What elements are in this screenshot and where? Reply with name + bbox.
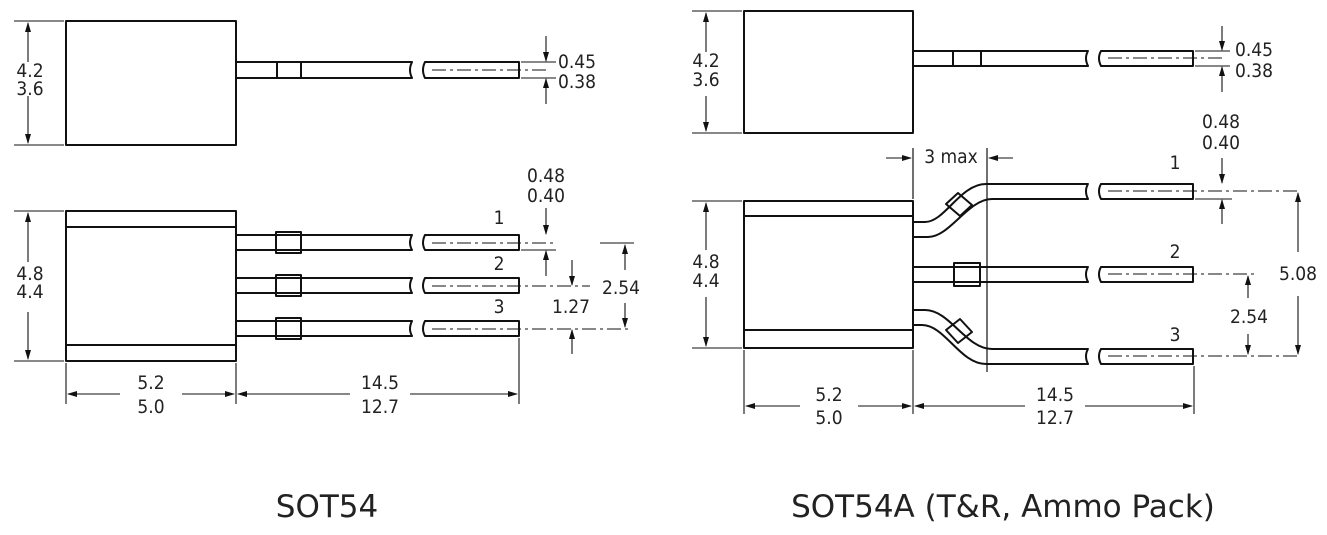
sot54-top-lead-tip	[422, 61, 520, 79]
sot54-top-body	[65, 20, 237, 146]
sot54-lead-3	[235, 317, 630, 340]
sot54a-top-lead-tip	[1098, 50, 1194, 67]
sot54a-drawing: 4.2 3.6 0.45 0.38	[692, 10, 1317, 525]
sot54a-top-height-min: 3.6	[692, 69, 719, 91]
sot54a-lead-1	[912, 183, 1300, 238]
sot54a-side-height-min: 4.4	[692, 270, 719, 292]
sot54a-side-height-max: 4.8	[692, 251, 719, 273]
sot54a-lead-2	[912, 262, 1255, 287]
sot54-side-height-min: 4.4	[16, 281, 43, 303]
sot54a-bend-max: 3 max	[924, 146, 978, 168]
sot54a-outer-pitch: 5.08	[1279, 263, 1317, 285]
sot54-top-view: 4.2 3.6 0.45 0.38	[14, 20, 596, 146]
sot54-pin-1-label: 1	[494, 207, 505, 229]
sot54-lead-w-max: 0.48	[527, 165, 565, 187]
sot54a-lead-thk-max: 0.45	[1235, 39, 1273, 61]
sot54a-top-lead-kink	[952, 50, 982, 67]
sot54-top-lead-kink	[276, 61, 302, 79]
sot54-side-height-max: 4.8	[16, 263, 43, 285]
sot54-pin-3-label: 3	[494, 296, 505, 318]
sot54a-lead-len-min: 12.7	[1036, 407, 1074, 429]
sot54a-top-height-max: 4.2	[692, 50, 719, 72]
sot54-lead-1	[235, 231, 555, 254]
sot54a-side-body	[743, 200, 914, 349]
sot54-lead-len-min: 12.7	[361, 396, 399, 418]
sot54-lead-thk-min: 0.38	[558, 71, 596, 93]
sot54a-lead-len-max: 14.5	[1036, 384, 1074, 406]
sot54a-pitch: 2.54	[1230, 306, 1268, 328]
sot54-drawing: 4.2 3.6 0.45 0.38	[14, 20, 640, 525]
sot54-side-body	[65, 210, 237, 362]
sot54-lead-thk-max: 0.45	[558, 51, 596, 73]
sot54a-lead-3	[912, 309, 1300, 365]
sot54a-pin-3-label: 3	[1170, 324, 1181, 346]
sot54-caption: SOT54	[276, 489, 378, 525]
sot54-side-view: 1 2 3 0.48 0.40 1.27 2.54 4.8 4.4	[14, 165, 640, 418]
sot54-body-len-max: 5.2	[137, 372, 164, 394]
sot54-lead-w-min: 0.40	[527, 185, 565, 207]
sot54a-lead-thk-min: 0.38	[1235, 60, 1273, 82]
sot54a-side-view: 1 2 3 3 max 0.48 0.40 2.54 5.08	[692, 111, 1317, 429]
sot54-body-len-min: 5.0	[137, 396, 164, 418]
sot54a-body-len-min: 5.0	[815, 407, 842, 429]
sot54-lead-len-max: 14.5	[361, 372, 399, 394]
sot54a-pin-1-label: 1	[1170, 152, 1181, 174]
sot54-lead-2	[235, 274, 590, 297]
sot54a-top-lead-near	[912, 50, 1089, 67]
sot54a-lead-w-min: 0.40	[1202, 132, 1240, 154]
sot54a-pin-2-label: 2	[1170, 241, 1181, 263]
sot54-pitch: 2.54	[602, 277, 640, 299]
sot54a-lead-w-max: 0.48	[1202, 111, 1240, 133]
sot54-top-height-min: 3.6	[16, 78, 43, 100]
sot54a-caption: SOT54A (T&R, Ammo Pack)	[791, 489, 1215, 525]
sot54-pin-2-label: 2	[494, 253, 505, 275]
sot54-half-pitch: 1.27	[552, 296, 590, 318]
sot54a-top-body	[743, 10, 914, 134]
sot54-top-lead-near	[235, 61, 413, 79]
sot54-top-height-max: 4.2	[16, 60, 43, 82]
sot54a-body-len-max: 5.2	[815, 384, 842, 406]
sot54a-top-view: 4.2 3.6 0.45 0.38	[692, 10, 1273, 134]
